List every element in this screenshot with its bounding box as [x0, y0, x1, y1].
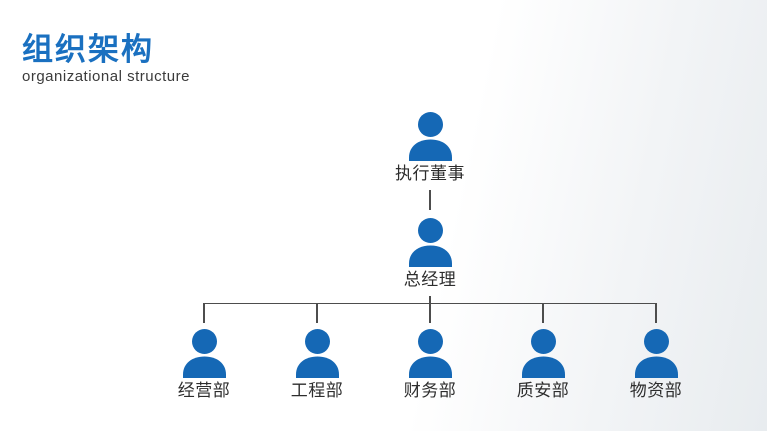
connector-drop-3	[429, 303, 431, 323]
org-node-dept-4: 质安部	[488, 329, 598, 400]
org-node-manager: 总经理	[375, 218, 485, 289]
connector-drop-5	[655, 303, 657, 323]
org-node-root: 执行董事	[375, 112, 485, 183]
org-node-dept-5: 物资部	[601, 329, 711, 400]
org-node-label: 执行董事	[395, 164, 465, 183]
org-node-dept-2: 工程部	[262, 329, 372, 400]
person-icon	[181, 329, 228, 378]
person-icon	[407, 218, 454, 267]
org-node-label: 财务部	[403, 381, 457, 400]
org-node-label: 总经理	[403, 270, 457, 289]
org-node-label: 物资部	[629, 381, 683, 400]
page-title: 组织架构	[22, 32, 154, 67]
connector-drop-1	[203, 303, 205, 323]
person-icon	[407, 112, 454, 161]
org-node-label: 经营部	[177, 381, 231, 400]
person-icon	[407, 329, 454, 378]
page-subtitle: organizational structure	[22, 68, 190, 85]
org-node-label: 质安部	[516, 381, 570, 400]
connector-root-to-manager	[429, 190, 431, 210]
org-node-dept-1: 经营部	[149, 329, 259, 400]
person-icon	[520, 329, 567, 378]
connector-drop-4	[542, 303, 544, 323]
connector-manager-stub	[429, 296, 431, 303]
org-node-dept-3: 财务部	[375, 329, 485, 400]
title-block: 组织架构 organizational structure	[22, 33, 190, 86]
person-icon	[633, 329, 680, 378]
person-icon	[294, 329, 341, 378]
org-node-label: 工程部	[290, 381, 344, 400]
connector-drop-2	[316, 303, 318, 323]
